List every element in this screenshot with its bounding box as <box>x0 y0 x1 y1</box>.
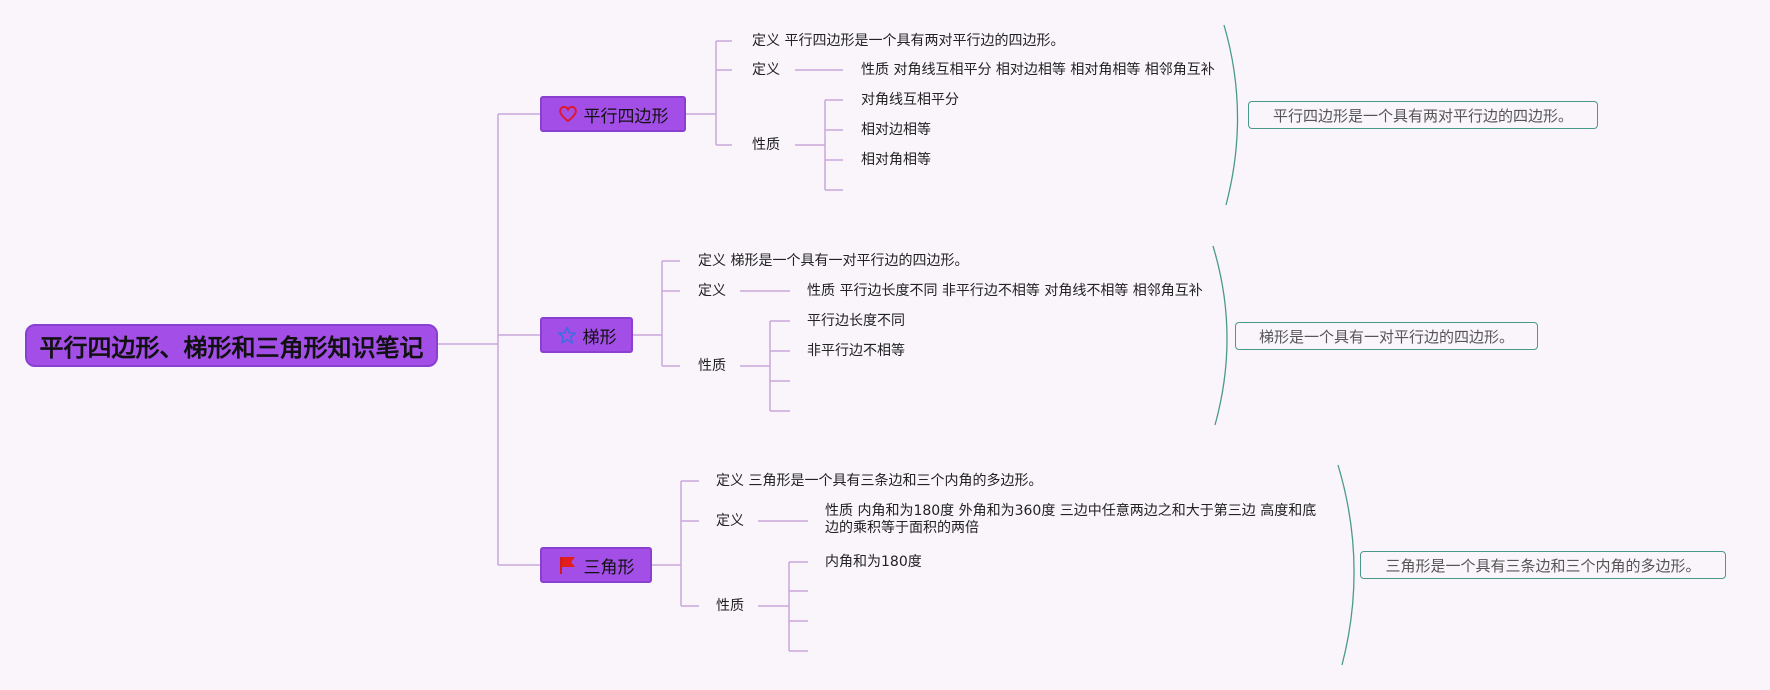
branch-node-triangle[interactable]: 三角形 <box>540 547 652 583</box>
branch-title: 三角形 <box>583 557 635 578</box>
branch2-prop-connector <box>740 320 790 412</box>
definition-line: 定义 平行四边形是一个具有两对平行边的四边形。 <box>752 33 1065 49</box>
summary-box[interactable]: 梯形是一个具有一对平行边的四边形。 <box>1235 322 1538 350</box>
properties-label: 性质 <box>698 358 726 374</box>
summary-text: 三角形是一个具有三条边和三个内角的多边形。 <box>1385 556 1701 575</box>
branch2-connector <box>632 260 680 367</box>
summary-box[interactable]: 三角形是一个具有三条边和三个内角的多边形。 <box>1360 551 1726 579</box>
heart-icon <box>558 105 578 123</box>
definition-line: 定义 三角形是一个具有三条边和三个内角的多边形。 <box>716 473 1043 489</box>
branch-title: 平行四边形 <box>583 106 669 127</box>
summary-text: 平行四边形是一个具有两对平行边的四边形。 <box>1272 106 1573 125</box>
definition-line: 定义 梯形是一个具有一对平行边的四边形。 <box>698 253 969 269</box>
flag-icon <box>558 555 578 575</box>
summary-text: 梯形是一个具有一对平行边的四边形。 <box>1258 327 1514 346</box>
property-item: 内角和为180度 <box>825 554 922 570</box>
branch1-prop-connector <box>795 99 843 191</box>
root-connector <box>438 113 540 566</box>
branch-node-trapezoid[interactable]: 梯形 <box>540 317 633 353</box>
property-line: 性质 对角线互相平分 相对边相等 相对角相等 相邻角互补 <box>861 62 1215 78</box>
summary-brace-2 <box>1212 245 1228 426</box>
property-item: 相对角相等 <box>861 152 931 168</box>
summary-box[interactable]: 平行四边形是一个具有两对平行边的四边形。 <box>1248 101 1598 129</box>
definition-label: 定义 <box>716 513 744 529</box>
branch1-connector <box>685 40 732 146</box>
branch-title: 梯形 <box>582 327 617 348</box>
branch3-prop-connector <box>758 561 808 652</box>
definition-label: 定义 <box>752 62 780 78</box>
property-item: 非平行边不相等 <box>807 343 905 359</box>
summary-brace-3 <box>1337 464 1355 666</box>
property-item: 对角线互相平分 <box>861 92 959 108</box>
property-line: 性质 内角和为180度 外角和为360度 三边中任意两边之和大于第三边 高度和底… <box>825 503 1317 536</box>
branch3-connector <box>651 480 699 607</box>
summary-brace-1 <box>1223 24 1239 206</box>
star-icon <box>557 326 577 345</box>
property-item: 相对边相等 <box>861 122 931 138</box>
root-title: 平行四边形、梯形和三角形知识笔记 <box>39 334 424 362</box>
properties-label: 性质 <box>716 598 744 614</box>
properties-label: 性质 <box>752 137 780 153</box>
definition-label: 定义 <box>698 283 726 299</box>
root-node[interactable]: 平行四边形、梯形和三角形知识笔记 <box>25 324 438 367</box>
branch-node-parallelogram[interactable]: 平行四边形 <box>540 96 686 132</box>
property-line: 性质 平行边长度不同 非平行边不相等 对角线不相等 相邻角互补 <box>807 283 1203 299</box>
property-item: 平行边长度不同 <box>807 313 905 329</box>
